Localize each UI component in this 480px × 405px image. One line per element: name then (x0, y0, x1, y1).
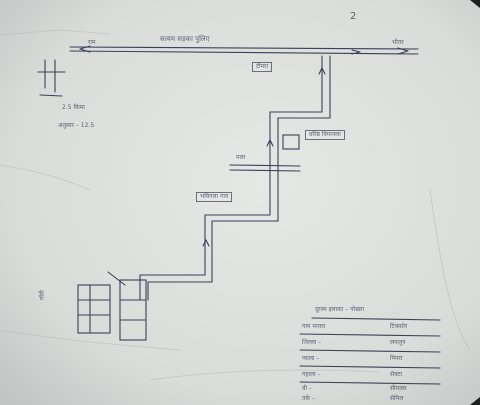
legend-row-name: तके – (302, 395, 315, 402)
legend-row-value: टिकसोर (390, 323, 408, 330)
legend-row-name: गहाला – (302, 371, 321, 378)
road-from-label: राम (88, 39, 96, 46)
legend-row-name: गाम मन्तरा (302, 323, 326, 330)
legend-row-name: प्याला – (302, 355, 320, 362)
legend-title: दूरस्थ इलाका – पोखरा (315, 306, 365, 313)
map-sketch (37, 45, 441, 385)
mid-side-label: मला (236, 154, 246, 161)
mid-box-label: वरिष्ठ विमानला (305, 130, 345, 140)
top-box-label: टीमरा (252, 62, 273, 72)
road-to-label: भीतर (392, 39, 404, 46)
legend-row-value: सेक्टा (390, 371, 402, 378)
lower-box-label: भविगला गाय (196, 192, 233, 202)
legend-row-name: वी – (302, 385, 312, 392)
legend-row-value: लमजुन (390, 339, 406, 346)
page-number: 2 (350, 11, 357, 22)
legend-row-name: जिल्ला – (302, 339, 322, 346)
note-2: अनुसार – 12.5 (58, 122, 95, 129)
note-1: 2.5 किमा (62, 104, 85, 111)
legend-row-value: सीमाला (390, 385, 407, 392)
legend-row-value: सेमिल (390, 395, 404, 402)
road-label: सत्यम सड़का पुलिए (160, 35, 210, 43)
legend-row-value: पिपरा (390, 355, 403, 362)
left-vertical-label: गाँवी (39, 290, 46, 300)
